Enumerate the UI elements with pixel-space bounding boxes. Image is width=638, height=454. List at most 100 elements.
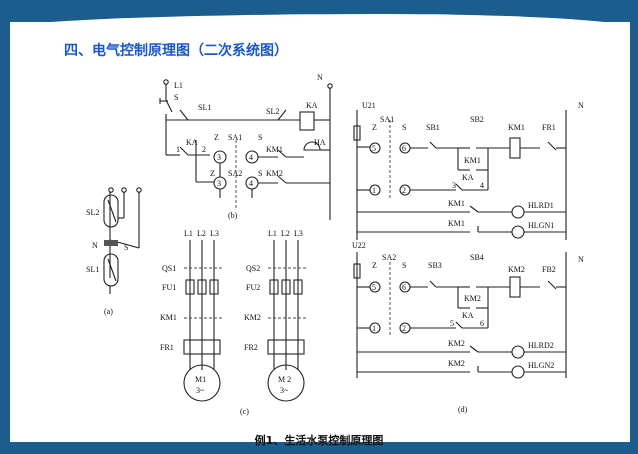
label-node-6: 6	[480, 319, 484, 328]
label-km1-coil: KM1	[508, 123, 525, 132]
label-km2-stop: KM2	[448, 359, 465, 368]
label-ka: KA	[462, 173, 474, 182]
label-s: S	[402, 123, 406, 132]
diagram-b-level-control: L1 S SL1 SL2 KA N Z SA1 S KA HA 1 2 3 4 …	[159, 73, 333, 220]
label-sl1: SL1	[198, 103, 211, 112]
label-sb1: SB1	[426, 123, 440, 132]
label-km2: KM2	[266, 169, 283, 178]
label-l1b: L1	[268, 229, 277, 238]
label-sa1: SA1	[228, 133, 242, 142]
label-z: Z	[372, 261, 377, 270]
label-node-2: 2	[202, 145, 206, 154]
label-l3a: L3	[210, 229, 219, 238]
left-border	[0, 22, 10, 442]
label-km1-run: KM1	[448, 199, 465, 208]
label-hlgn1: HLGN1	[528, 221, 554, 230]
label-sa2: SA2	[382, 253, 396, 262]
label-qs2: QS2	[246, 264, 260, 273]
label-node-4: 4	[480, 181, 484, 190]
diagram-d-pump2-control: U22 Z SA2 S SB3 SB4 KM2 FB2 N 5 6 KM2 1 …	[352, 241, 584, 414]
label-z2: Z	[210, 169, 215, 178]
label-ka-coil: KA	[306, 101, 318, 110]
label-km1: KM1	[160, 313, 177, 322]
label-n: N	[317, 73, 323, 82]
label-l2a: L2	[197, 229, 206, 238]
label-contact-6: 6	[402, 144, 406, 153]
label-ka: KA	[462, 311, 474, 320]
label-fr1: FR1	[542, 123, 556, 132]
diagram-a-float-switch: SL2 N S SL1 (a)	[86, 187, 142, 316]
label-contact-5: 5	[372, 144, 376, 153]
label-sl1: SL1	[86, 265, 99, 274]
label-contact-1: 1	[372, 186, 376, 195]
label-s: S	[124, 243, 128, 252]
label-n: N	[578, 255, 584, 264]
label-fu2: FU2	[246, 283, 260, 292]
label-contact-3a: 3	[217, 153, 221, 162]
label-fu1: FU1	[162, 283, 176, 292]
label-node-3: 3	[452, 181, 456, 190]
label-l1: L1	[174, 81, 183, 90]
label-node-5: 5	[450, 319, 454, 328]
diagram-c-main-circuit: L1 L2 L3 QS1 FU1 KM1 FR1 M1 3~ L1 L2 L3 …	[160, 229, 306, 416]
label-km2-coil: KM2	[508, 265, 525, 274]
label-m1-phase: 3~	[196, 386, 205, 395]
label-node-1: 1	[176, 145, 180, 154]
label-m1: M1	[195, 375, 206, 384]
label-u22: U22	[352, 241, 366, 250]
slide-title: 四、电气控制原理图（二次系统图）	[64, 43, 288, 59]
label-l1a: L1	[184, 229, 193, 238]
label-sl2: SL2	[86, 208, 99, 217]
label-s-top: S	[174, 93, 178, 102]
label-sa2: SA2	[228, 169, 242, 178]
label-m2: M 2	[278, 375, 291, 384]
label-hlrd2: HLRD2	[528, 341, 554, 350]
label-qs1: QS1	[162, 264, 176, 273]
label-km1-stop: KM1	[448, 219, 465, 228]
label-l3b: L3	[294, 229, 303, 238]
right-border	[630, 22, 638, 442]
label-contact-3b: 3	[217, 179, 221, 188]
label-hlgn2: HLGN2	[528, 361, 554, 370]
label-ka-contact: KA	[186, 138, 198, 147]
label-km2-run: KM2	[448, 339, 465, 348]
label-ha: HA	[314, 138, 326, 147]
label-fr2: FR2	[244, 343, 258, 352]
label-contact-2: 2	[402, 324, 406, 333]
label-contact-4b: 4	[249, 179, 253, 188]
panel-label-a: (a)	[104, 307, 113, 316]
label-contact-5: 5	[372, 283, 376, 292]
label-s1: S	[258, 133, 262, 142]
label-n: N	[578, 101, 584, 110]
label-s: S	[402, 261, 406, 270]
label-sb4: SB4	[470, 253, 484, 262]
label-u21: U21	[362, 101, 376, 110]
label-z1: Z	[214, 133, 219, 142]
label-s2: S	[258, 169, 262, 178]
label-m2-phase: 3~	[280, 386, 289, 395]
label-contact-6: 6	[402, 283, 406, 292]
label-n: N	[92, 241, 98, 250]
label-km2: KM2	[244, 313, 261, 322]
label-contact-1: 1	[372, 324, 376, 333]
label-sb2: SB2	[470, 115, 484, 124]
label-sa1: SA1	[380, 115, 394, 124]
label-sl2: SL2	[266, 107, 279, 116]
label-fr1: FR1	[160, 343, 174, 352]
label-contact-4a: 4	[249, 153, 253, 162]
top-banner	[0, 0, 638, 30]
panel-label-b: (b)	[228, 211, 238, 220]
label-km1-hold: KM1	[464, 156, 481, 165]
panel-label-d: (d)	[458, 405, 468, 414]
label-hlrd1: HLRD1	[528, 201, 554, 210]
label-fb2: FB2	[542, 265, 556, 274]
diagram-d-pump1-control: U21 Z SA1 S SB1 SB2 KM1 FR1 N 5 6 KM1 1 …	[353, 101, 584, 240]
label-z: Z	[372, 123, 377, 132]
label-contact-2: 2	[402, 186, 406, 195]
label-l2b: L2	[281, 229, 290, 238]
figure-caption: 例1、生活水泵控制原理图	[254, 434, 384, 447]
bottom-border	[0, 442, 638, 454]
label-sb3: SB3	[428, 261, 442, 270]
